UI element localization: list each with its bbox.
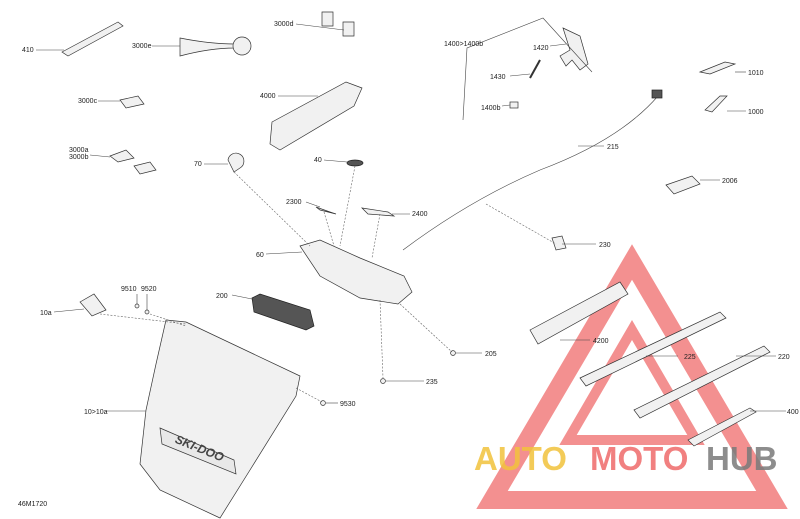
callout-225: 225 xyxy=(684,354,696,361)
part-4200-grille xyxy=(529,281,629,345)
callout-1010: 1010 xyxy=(748,70,764,77)
part-2006-plate xyxy=(665,175,701,195)
callout-3000c: 3000c xyxy=(78,98,98,105)
watermark-inner-triangle xyxy=(559,320,705,445)
part-1430-rod xyxy=(529,59,541,79)
part-3000a-pad xyxy=(109,149,135,163)
part-410-decal xyxy=(61,21,124,57)
part-3000b-pad xyxy=(133,161,157,175)
part-1400b-nut xyxy=(509,101,519,109)
part-10-rear-panel xyxy=(139,319,301,519)
callout-1420: 1420 xyxy=(533,45,549,52)
callout-1000: 1000 xyxy=(748,109,764,116)
callout-40: 40 xyxy=(314,157,322,164)
callout-9530: 9530 xyxy=(340,401,356,408)
part-4000-panel xyxy=(269,81,363,151)
part-9520-screw xyxy=(144,309,150,315)
part-3000d-clip-b xyxy=(342,21,355,37)
callout-1400b: 1400b xyxy=(481,105,501,112)
callout-4000: 4000 xyxy=(260,93,276,100)
callout-60: 60 xyxy=(256,252,264,259)
part-220-rail xyxy=(633,345,771,419)
callout-1400: 1400>1400b xyxy=(444,41,483,48)
callout-10a: 10a xyxy=(40,310,52,317)
part-3000e-bell xyxy=(232,36,252,56)
callout-9510: 9510 xyxy=(121,286,137,293)
callout-215: 215 xyxy=(607,144,619,151)
part-225-rail xyxy=(579,311,727,387)
part-9510-screw xyxy=(134,303,140,309)
callout-1430: 1430 xyxy=(490,74,506,81)
callout-3000a: 3000a xyxy=(69,147,89,154)
part-60-housing xyxy=(299,239,413,305)
part-230-clip xyxy=(551,235,567,251)
part-40-grommet xyxy=(346,159,364,167)
part-10a-cap xyxy=(79,293,107,317)
callout-205: 205 xyxy=(485,351,497,358)
part-3000c-plate xyxy=(119,95,145,109)
bracket-1400-group xyxy=(462,17,593,121)
assembly-lines xyxy=(99,165,557,403)
watermark-wordmark: AUTO MOTO HUB xyxy=(474,440,778,477)
part-400-rail xyxy=(687,407,757,447)
callout-235: 235 xyxy=(426,379,438,386)
callout-2300: 2300 xyxy=(286,199,302,206)
callout-220: 220 xyxy=(778,354,790,361)
part-205-fastener xyxy=(450,350,456,356)
callout-70: 70 xyxy=(194,161,202,168)
part-200-tail-light xyxy=(251,293,315,331)
part-215-connector xyxy=(651,89,663,99)
callout-2400: 2400 xyxy=(412,211,428,218)
callout-2006: 2006 xyxy=(722,178,738,185)
part-3000d-clip-a xyxy=(321,11,334,27)
callout-400: 400 xyxy=(787,409,799,416)
callout-10: 10>10a xyxy=(84,409,108,416)
callout-3000d: 3000d xyxy=(274,21,294,28)
callout-labels: 410 3000e 3000d 1400>1400b 1420 1430 140… xyxy=(18,21,799,508)
callout-410: 410 xyxy=(22,47,34,54)
watermark-text-hub: HUB xyxy=(706,440,778,477)
callout-9520: 9520 xyxy=(141,286,157,293)
part-235-fastener xyxy=(380,378,386,384)
part-2300-strip xyxy=(315,206,337,215)
callout-230: 230 xyxy=(599,242,611,249)
watermark-text-moto: MOTO xyxy=(590,440,688,477)
part-3000e-horn xyxy=(179,37,236,57)
part-70-gasket xyxy=(227,152,245,173)
callout-4200: 4200 xyxy=(593,338,609,345)
part-1420-bracket xyxy=(559,27,589,71)
callout-3000b: 3000b xyxy=(69,154,89,161)
part-10-logo-plate xyxy=(159,427,237,475)
leader-lines xyxy=(36,23,786,412)
drawing-code: 46M1720 xyxy=(18,501,47,508)
part-215-cable xyxy=(402,95,659,251)
watermark-text-auto: AUTO xyxy=(474,440,567,477)
callout-3000e: 3000e xyxy=(132,43,152,50)
part-1010-decal xyxy=(698,61,737,75)
part-2400-strip xyxy=(360,207,396,217)
part-1000-decal xyxy=(704,95,728,113)
callout-200: 200 xyxy=(216,293,228,300)
